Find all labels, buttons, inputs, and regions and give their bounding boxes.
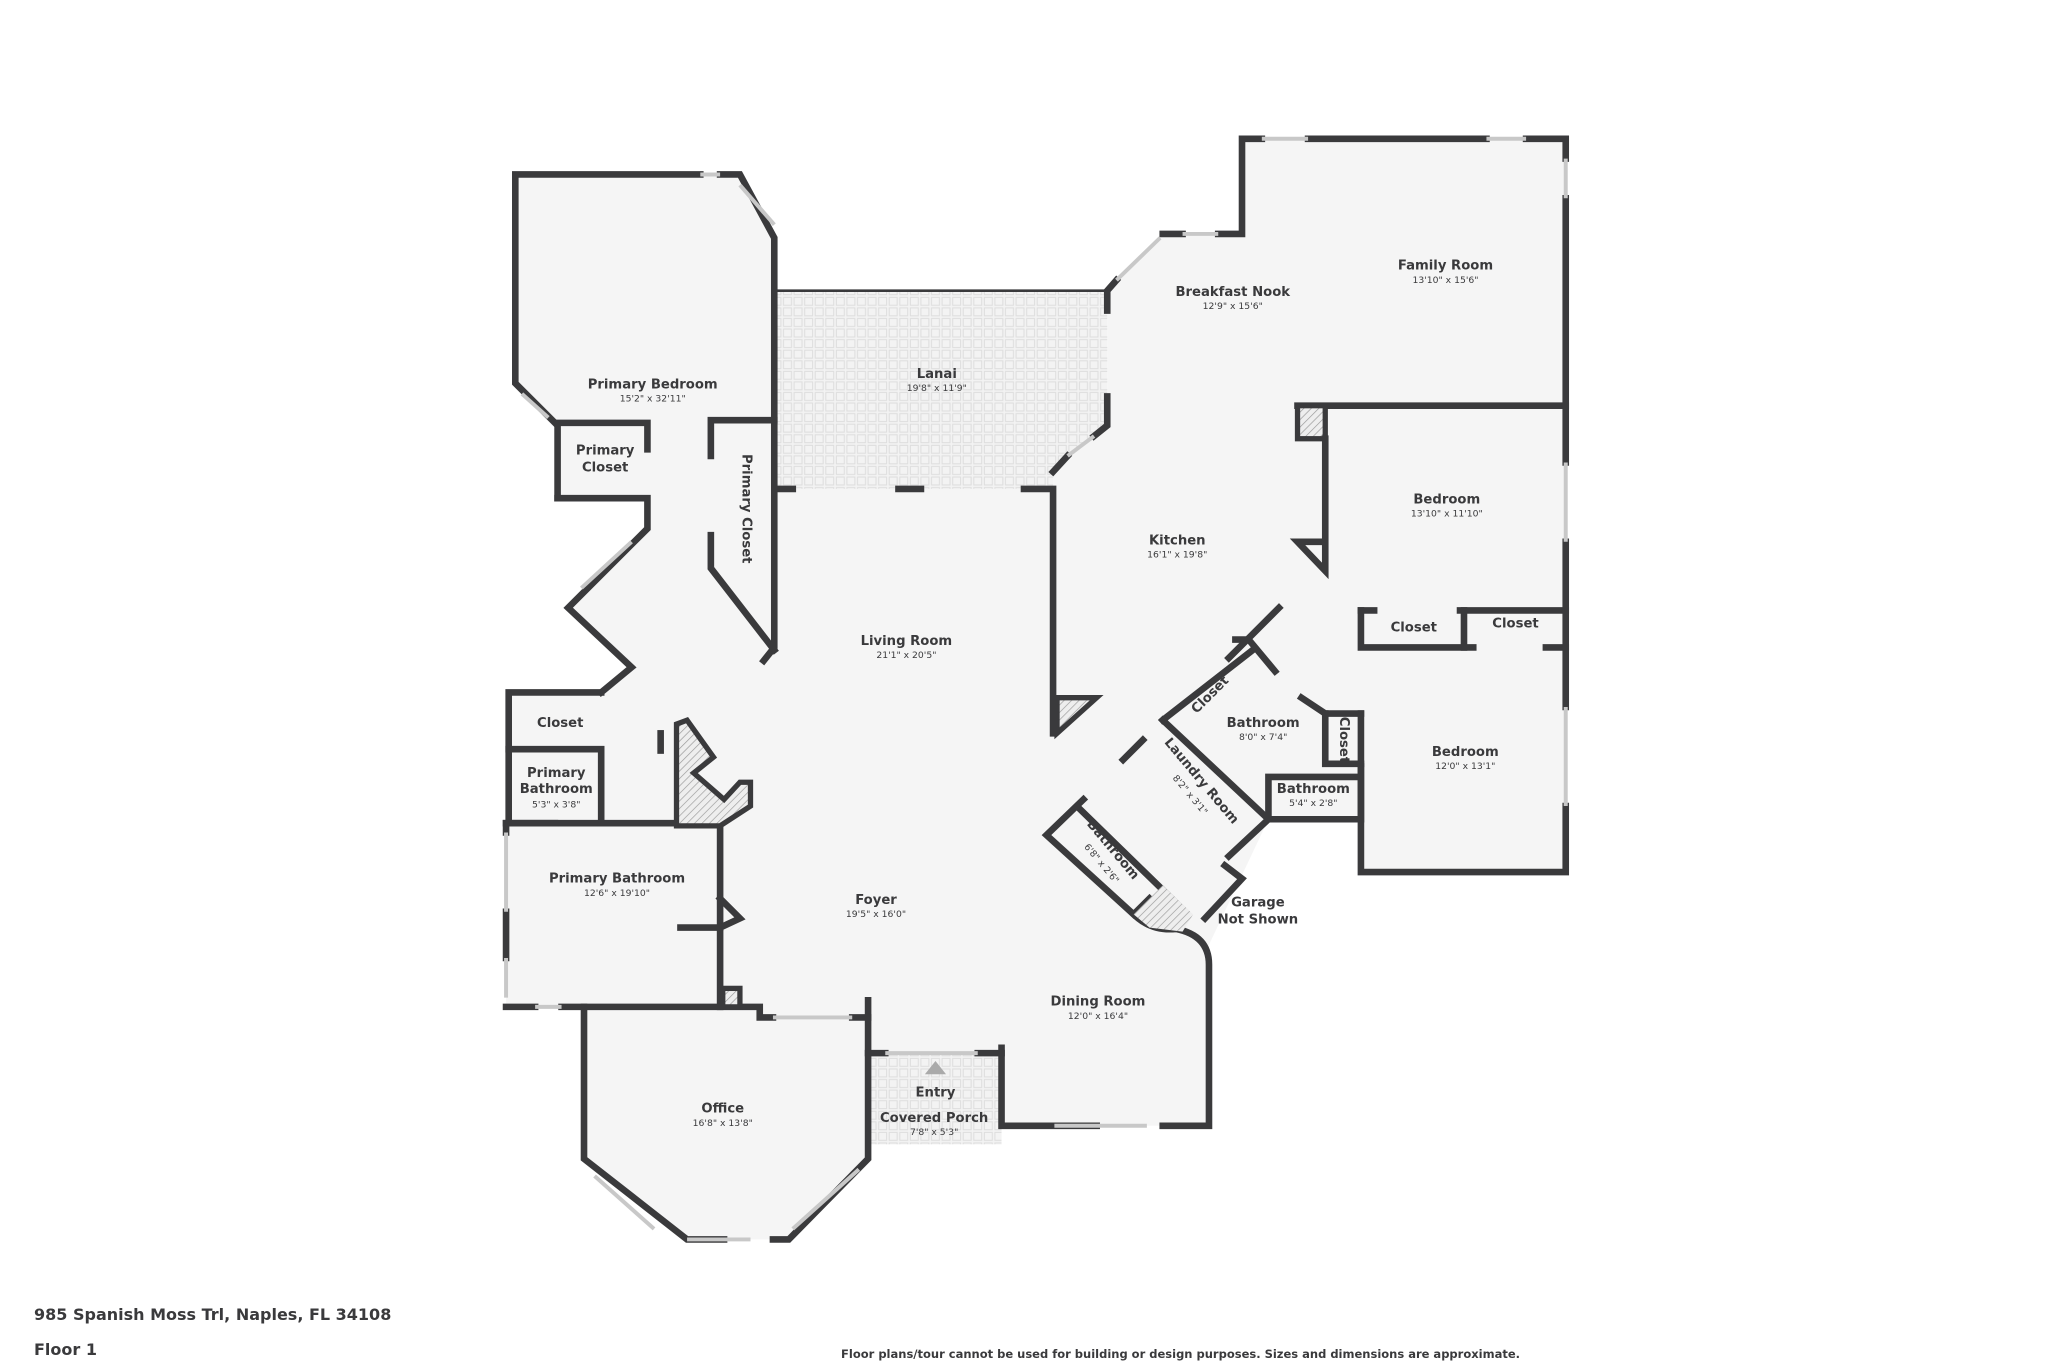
room-dim: 12'0" x 13'1"	[1435, 761, 1495, 772]
room-dim: 15'2" x 32'11"	[620, 394, 686, 405]
room-lanai: Lanai	[917, 367, 957, 382]
room-garage: Garage	[1231, 895, 1285, 910]
floor-label: Floor 1	[34, 1340, 97, 1359]
room-closet: Closet	[1336, 717, 1351, 764]
room-dim: 12'0" x 16'4"	[1068, 1011, 1128, 1022]
entry-arrow-icon	[924, 1061, 947, 1075]
windows	[504, 136, 1568, 1242]
room-office: Office	[701, 1102, 744, 1117]
room-covered-porch: Covered Porch	[880, 1111, 988, 1126]
room-family-room: Family Room	[1398, 259, 1493, 274]
room-primary-closet-2: Primary Closet	[739, 454, 754, 564]
room-bedroom: Bedroom	[1432, 745, 1499, 760]
room-dim: 21'1" x 20'5"	[876, 650, 936, 661]
room-dim: 13'10" x 11'10"	[1411, 509, 1483, 520]
room-primary-bathroom-small: Primary	[527, 766, 586, 781]
room-dim: 12'9" x 15'6"	[1203, 301, 1263, 312]
room-breakfast-nook: Breakfast Nook	[1175, 285, 1291, 300]
room-label-line2: Not Shown	[1218, 913, 1299, 928]
room-dim: 5'3" x 3'8"	[532, 799, 580, 810]
room-entry: Entry	[916, 1086, 956, 1101]
room-bedroom: Bedroom	[1413, 492, 1480, 507]
room-kitchen: Kitchen	[1149, 533, 1206, 548]
room-label-line2: Bathroom	[520, 782, 593, 797]
room-label-line2: Closet	[582, 461, 629, 476]
room-closet: Closet	[1492, 617, 1539, 632]
room-bathroom: Bathroom	[1227, 716, 1300, 731]
room-dim: 5'4" x 2'8"	[1289, 798, 1337, 809]
room-primary-bathroom: Primary Bathroom	[549, 872, 685, 887]
room-primary-bedroom: Primary Bedroom	[588, 378, 718, 393]
room-primary-closet: Primary	[576, 444, 635, 459]
floor-fill	[506, 138, 1566, 1240]
room-closet: Closet	[1391, 621, 1438, 636]
room-dining-room: Dining Room	[1051, 995, 1146, 1010]
disclaimer: Floor plans/tour cannot be used for buil…	[841, 1347, 1520, 1361]
room-bathroom: Bathroom	[1277, 782, 1350, 797]
room-dim: 8'0" x 7'4"	[1239, 732, 1287, 743]
room-dim: 16'8" x 13'8"	[693, 1118, 753, 1129]
room-dim: 19'5" x 16'0"	[846, 909, 906, 920]
room-foyer: Foyer	[855, 893, 897, 908]
room-dim: 16'1" x 19'8"	[1147, 550, 1207, 561]
room-dim: 19'8" x 11'9"	[907, 383, 967, 394]
room-dim: 13'10" x 15'6"	[1412, 275, 1478, 286]
room-dim: 7'8" x 5'3"	[910, 1127, 958, 1138]
walls	[502, 135, 1570, 1243]
room-dim: 12'6" x 19'10"	[584, 888, 650, 899]
address: 985 Spanish Moss Trl, Naples, FL 34108	[34, 1305, 392, 1324]
room-living-room: Living Room	[861, 634, 953, 649]
room-closet: Closet	[537, 716, 584, 731]
